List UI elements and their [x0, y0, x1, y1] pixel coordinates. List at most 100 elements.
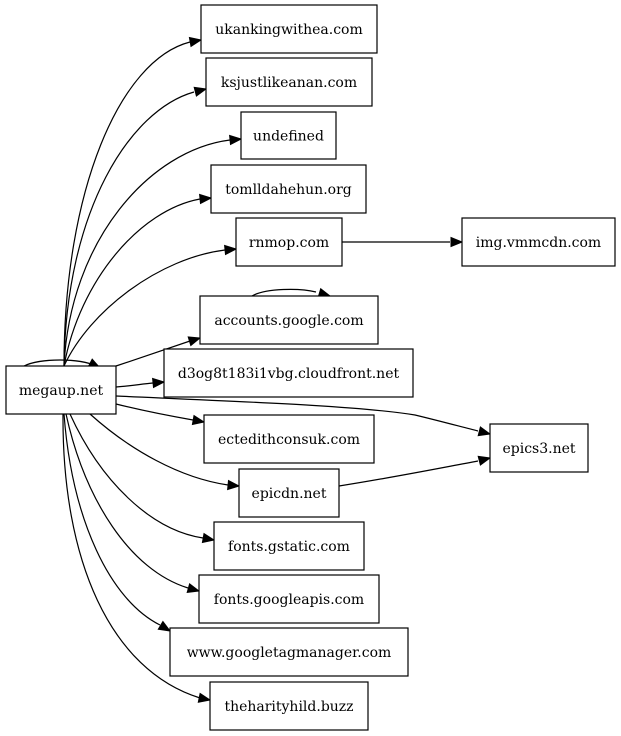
node-box [169, 627, 409, 677]
node-accounts[interactable]: accounts.google.com [199, 295, 379, 345]
node-box [199, 295, 379, 345]
node-gtm[interactable]: www.googletagmanager.com [169, 627, 409, 677]
edge-epicdn-to-epics3 [338, 455, 492, 487]
node-label: ksjustlikeanan.com [221, 75, 357, 91]
node-label: fonts.gstatic.com [228, 539, 350, 555]
node-label: rnmop.com [249, 235, 329, 251]
edge-line [63, 413, 161, 626]
node-label: accounts.google.com [214, 313, 363, 329]
edge-line [63, 249, 226, 367]
edge-megaup-to-ksjust [63, 86, 208, 367]
node-gstatic[interactable]: fonts.gstatic.com [213, 521, 365, 571]
edge-megaup-to-gtm [63, 413, 172, 632]
arrowhead-icon [193, 86, 208, 97]
edge-line [115, 395, 479, 432]
node-rnmop[interactable]: rnmop.com [235, 217, 343, 267]
edge-line [63, 139, 231, 367]
node-box [238, 468, 340, 518]
arrowhead-icon [450, 236, 464, 248]
node-epics3[interactable]: epics3.net [489, 423, 589, 473]
edge-megaup-to-googleapis [65, 413, 201, 593]
arrowhead-icon [229, 134, 243, 146]
node-box [163, 348, 414, 398]
node-label: img.vmmcdn.com [476, 235, 601, 251]
edge-line [63, 198, 201, 367]
node-googleapis[interactable]: fonts.googleapis.com [198, 574, 380, 624]
node-box [210, 164, 367, 214]
edge-line [63, 41, 191, 367]
node-box [5, 365, 117, 415]
arrowhead-icon [197, 692, 212, 703]
edge-line [69, 413, 204, 539]
edge-megaup-to-tomlld [63, 193, 213, 367]
edge-line [338, 460, 479, 487]
edge-megaup-to-theharity [62, 413, 212, 703]
arrowhead-icon [188, 36, 203, 48]
edges-layer [23, 36, 492, 703]
edge-line [115, 382, 154, 388]
node-box [235, 217, 343, 267]
node-d3og[interactable]: d3og8t183i1vbg.cloudfront.net [163, 348, 414, 398]
edge-megaup-to-rnmop [63, 244, 238, 367]
arrowhead-icon [199, 193, 213, 205]
edge-rnmop-to-imgvmm [342, 236, 464, 248]
node-label: epicdn.net [252, 486, 327, 502]
node-undefined[interactable]: undefined [240, 111, 337, 160]
arrowhead-icon [191, 414, 206, 426]
arrowhead-icon [157, 620, 172, 632]
edge-megaup-to-gstatic [69, 413, 216, 544]
arrowhead-icon [187, 336, 202, 347]
node-label: ectedithconsuk.com [218, 432, 360, 448]
node-label: undefined [253, 129, 324, 145]
node-label: megaup.net [19, 383, 104, 399]
node-ectedith[interactable]: ectedithconsuk.com [203, 414, 375, 464]
arrowhead-icon [152, 377, 166, 389]
arrowhead-icon [201, 532, 216, 544]
node-epicdn[interactable]: epicdn.net [238, 468, 340, 518]
node-label: ukankingwithea.com [215, 22, 363, 38]
edge-megaup-to-accounts [115, 336, 202, 367]
node-label: tomlldahehun.org [225, 182, 352, 198]
edge-line [23, 359, 97, 367]
node-box [203, 414, 375, 464]
arrowhead-icon [186, 582, 201, 593]
node-box [205, 57, 373, 107]
node-imgvmm[interactable]: img.vmmcdn.com [461, 217, 616, 267]
edge-megaup-to-ectedith [115, 403, 206, 426]
edge-line [115, 403, 194, 421]
node-box [213, 521, 365, 571]
arrowhead-icon [477, 455, 492, 466]
edge-megaup-to-epics3 [115, 395, 492, 437]
node-theharity[interactable]: theharityhild.buzz [209, 681, 369, 731]
edge-line [62, 413, 201, 699]
edge-line [89, 413, 229, 486]
node-megaup[interactable]: megaup.net [5, 365, 117, 415]
node-box [200, 4, 378, 54]
edge-megaup-to-epicdn [89, 413, 241, 491]
edge-megaup-to-ukanking [63, 36, 203, 367]
arrowhead-icon [227, 479, 241, 491]
node-label: d3og8t183i1vbg.cloudfront.net [178, 366, 400, 382]
node-box [198, 574, 380, 624]
node-box [209, 681, 369, 731]
edge-line [115, 340, 191, 367]
edge-line [63, 91, 195, 367]
nodes-layer: megaup.net ukankingwithea.com ksjustlikean… [5, 4, 616, 731]
edge-megaup-to-undefined [63, 134, 243, 367]
edge-megaup-to-d3og [115, 377, 166, 389]
arrowhead-icon [224, 244, 238, 256]
node-ukanking[interactable]: ukankingwithea.com [200, 4, 378, 54]
node-label: www.googletagmanager.com [187, 645, 392, 661]
edge-line [251, 288, 317, 297]
node-label: fonts.googleapis.com [214, 592, 364, 608]
node-ksjust[interactable]: ksjustlikeanan.com [205, 57, 373, 107]
node-box [489, 423, 589, 473]
node-label: epics3.net [502, 441, 575, 457]
edge-line [65, 413, 189, 589]
node-tomlld[interactable]: tomlldahehun.org [210, 164, 367, 214]
arrowhead-icon [477, 426, 492, 437]
node-label: theharityhild.buzz [224, 699, 353, 715]
node-box [461, 217, 616, 267]
node-box [240, 111, 337, 160]
